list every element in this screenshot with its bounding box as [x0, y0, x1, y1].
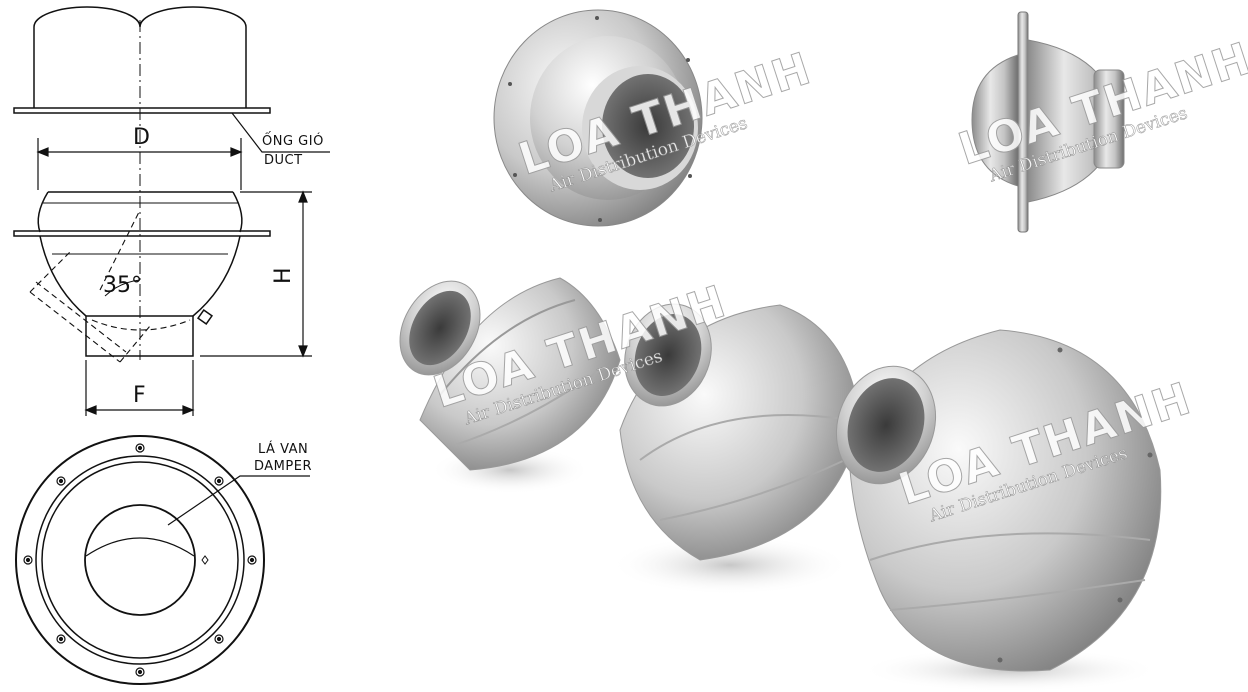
product-side-render: [971, 11, 1125, 233]
diffuser-side-view: [13, 191, 271, 363]
dimension-f-label: F: [133, 383, 146, 408]
diffuser-front-view: [15, 435, 265, 685]
watermark-2: LOA THANH Air Distribution Devices: [952, 32, 1248, 187]
duct-label-vn: ỐNG GIÓ: [262, 132, 324, 149]
dimension-f: [84, 360, 195, 416]
product-perspective-small: [399, 277, 621, 494]
dimension-h-label: H: [271, 267, 296, 284]
product-front-render: [493, 9, 703, 227]
duct-leader: [231, 112, 330, 153]
damper-label-vn: LÁ VAN: [258, 441, 308, 457]
angle-label: 35°: [103, 273, 142, 298]
technical-drawing: ỐNG GIÓ DUCT D: [13, 6, 330, 685]
product-perspective-large: [835, 329, 1162, 692]
damper-label-en: DAMPER: [254, 459, 312, 474]
dimension-d: [36, 138, 243, 190]
dimension-d-label: D: [133, 125, 150, 150]
duct-outline: [13, 6, 271, 114]
mounting-holes: [23, 443, 257, 677]
damper-leader: [167, 475, 310, 526]
dimension-h: [200, 190, 312, 358]
duct-label-en: DUCT: [264, 153, 303, 168]
